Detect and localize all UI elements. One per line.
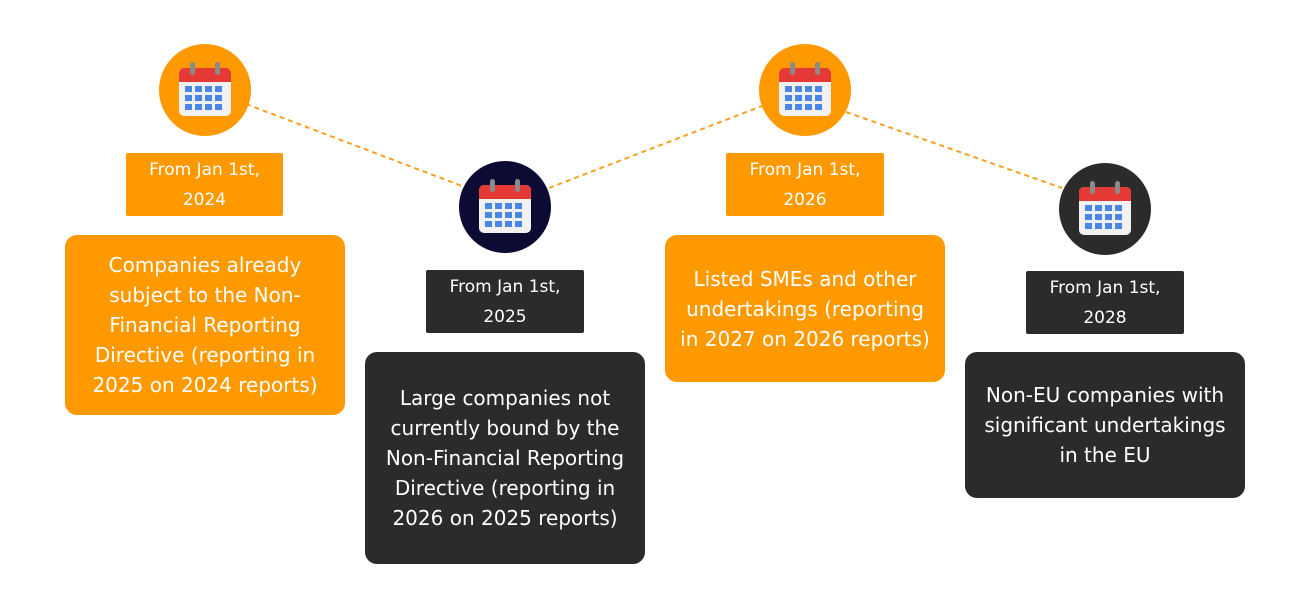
step-1-circle xyxy=(159,44,251,136)
step-4-date-label: From Jan 1st, 2028 xyxy=(1026,271,1184,334)
step-2-circle xyxy=(459,161,551,253)
calendar-icon xyxy=(778,62,832,118)
connector-line-3 xyxy=(845,111,1063,189)
step-4-circle xyxy=(1059,163,1151,255)
step-1-date-label: From Jan 1st, 2024 xyxy=(126,153,283,216)
step-2-description: Large companies not currently bound by t… xyxy=(365,352,645,564)
step-3-date-label: From Jan 1st, 2026 xyxy=(726,153,884,216)
calendar-icon xyxy=(478,179,532,235)
calendar-icon xyxy=(1078,181,1132,237)
step-1-description: Companies already subject to the Non-Fin… xyxy=(65,235,345,415)
step-2-date-label: From Jan 1st, 2025 xyxy=(426,270,584,333)
step-3-description: Listed SMEs and other undertakings (repo… xyxy=(665,235,945,382)
connector-line-2 xyxy=(548,105,763,189)
step-4-description: Non-EU companies with significant undert… xyxy=(965,352,1245,498)
step-3-circle xyxy=(759,44,851,136)
connector-line-1 xyxy=(245,103,463,187)
calendar-icon xyxy=(178,62,232,118)
